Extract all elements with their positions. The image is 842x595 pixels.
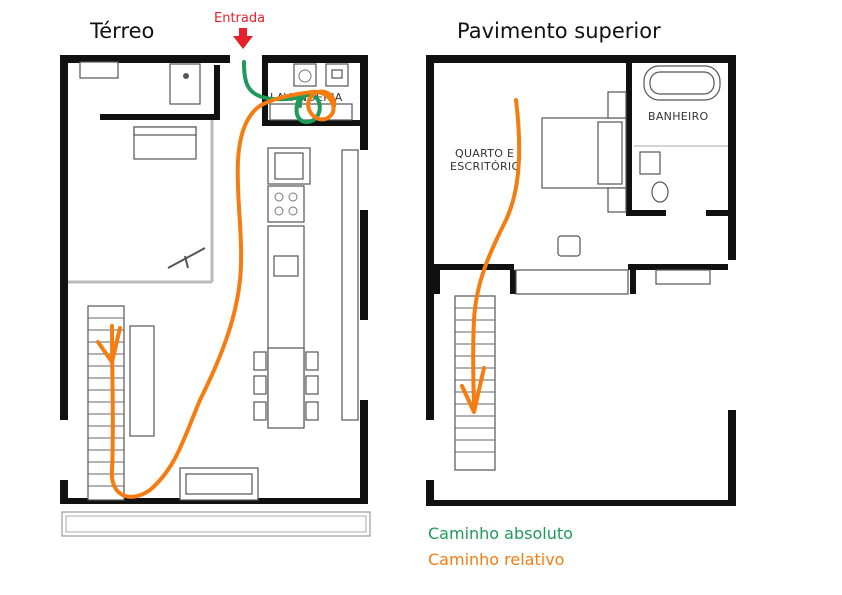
- bedroom-label-line2: ESCRITÓRIO: [450, 160, 520, 173]
- relative-path-ground-arrow-icon: [96, 326, 122, 364]
- ground-floor-plan: [60, 55, 371, 537]
- bedroom-label-line1: QUARTO E: [455, 147, 514, 160]
- relative-path-ground: [109, 89, 337, 499]
- legend-relative-path: Caminho relativo: [428, 550, 564, 569]
- upper-floor-title: Pavimento superior: [457, 19, 661, 43]
- relative-path-upper: [471, 98, 522, 412]
- ground-floor-title: Térreo: [89, 19, 154, 43]
- bathroom-label: BANHEIRO: [648, 110, 709, 123]
- relative-path-upper-arrow-icon: [460, 366, 486, 414]
- entrance-arrow-icon: [233, 28, 253, 49]
- entrance-label: Entrada: [214, 11, 265, 26]
- absolute-path: [242, 60, 322, 125]
- legend-absolute-path: Caminho absoluto: [428, 524, 573, 543]
